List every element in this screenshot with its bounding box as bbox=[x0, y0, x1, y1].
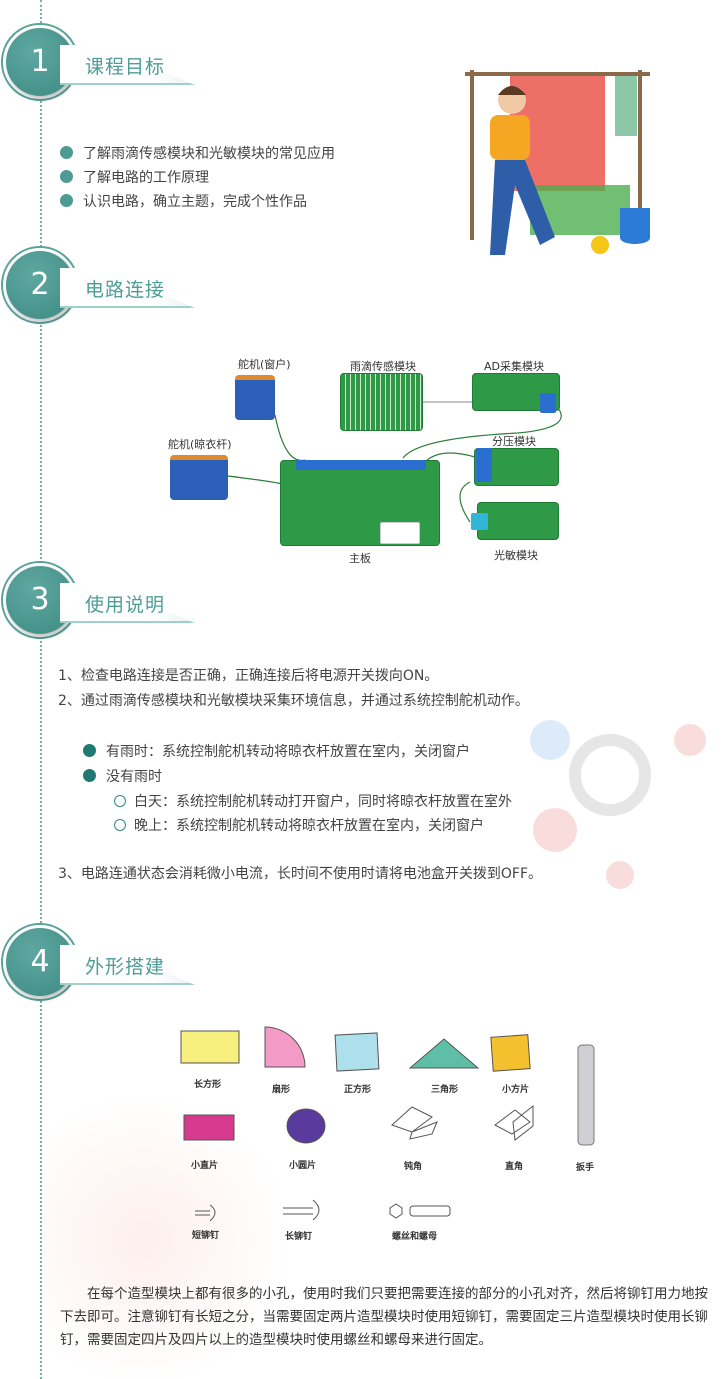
part-short-rivet bbox=[195, 1204, 216, 1222]
section-title: 课程目标 bbox=[85, 56, 166, 78]
part-wrench bbox=[577, 1044, 595, 1146]
condition-no-rain: 没有雨时 bbox=[83, 766, 162, 786]
servo-rack bbox=[170, 455, 228, 500]
part-label: 小圆片 bbox=[289, 1161, 317, 1171]
part-label: 长铆钉 bbox=[285, 1232, 313, 1242]
section-header-4: 4 外形搭建 bbox=[0, 918, 220, 1008]
part-label: 扳手 bbox=[576, 1163, 595, 1173]
instruction-step-3: 3、电路连通状态会消耗微小电流，长时间不使用时请将电池盒开关拨到OFF。 bbox=[58, 866, 543, 882]
servo-window bbox=[235, 375, 275, 420]
section-header-1: 1 课程目标 bbox=[0, 18, 220, 108]
part-right-angle bbox=[494, 1104, 534, 1141]
part-bolt bbox=[409, 1205, 451, 1217]
part-triangle bbox=[408, 1038, 480, 1069]
circuit-wires bbox=[227, 401, 562, 523]
part-square bbox=[334, 1032, 380, 1072]
boy-hanging-laundry-illustration bbox=[465, 70, 650, 255]
timeline-dotted-line bbox=[40, 0, 42, 1379]
section-number: 3 bbox=[30, 582, 50, 617]
label-rain-sensor: 雨滴传感模块 bbox=[350, 360, 416, 373]
part-nut bbox=[389, 1203, 403, 1219]
flower-decoration bbox=[40, 1100, 300, 1379]
condition-night: 晚上：系统控制舵机转动将晾衣杆放置在室内，关闭窗户 bbox=[114, 815, 484, 835]
part-label: 正方形 bbox=[344, 1085, 372, 1095]
part-rectangle bbox=[180, 1030, 240, 1064]
part-label: 长方形 bbox=[194, 1080, 222, 1090]
label-servo-window: 舵机(窗户) bbox=[238, 358, 291, 371]
label-ad-module: AD采集模块 bbox=[484, 360, 544, 373]
part-label: 小直片 bbox=[191, 1161, 219, 1171]
part-label: 螺丝和螺母 bbox=[392, 1232, 438, 1242]
part-label: 小方片 bbox=[502, 1085, 530, 1095]
assembly-paragraph: 在每个造型模块上都有很多的小孔，使用时我们只要把需要连接的部分的小孔对齐，然后将… bbox=[60, 1286, 708, 1348]
part-sector bbox=[264, 1026, 306, 1068]
goal-item: 认识电路，确立主题，完成个性作品 bbox=[60, 191, 307, 211]
section-number: 4 bbox=[30, 944, 50, 979]
label-divider: 分压模块 bbox=[492, 435, 536, 448]
part-label: 直角 bbox=[505, 1162, 524, 1172]
section-number: 1 bbox=[30, 44, 50, 79]
section-header-3: 3 使用说明 bbox=[0, 556, 220, 646]
section-title: 电路连接 bbox=[85, 279, 166, 301]
part-label: 三角形 bbox=[431, 1085, 459, 1095]
condition-rain: 有雨时：系统控制舵机转动将晾衣杆放置在室内，关闭窗户 bbox=[83, 741, 470, 761]
light-sensor-board bbox=[477, 502, 559, 540]
rain-sensor-board bbox=[340, 373, 423, 431]
section-header-2: 2 电路连接 bbox=[0, 241, 220, 331]
part-small-square bbox=[490, 1034, 531, 1072]
goal-item: 了解电路的工作原理 bbox=[60, 167, 209, 187]
label-servo-rack: 舵机(晾衣杆) bbox=[168, 438, 232, 451]
section-number: 2 bbox=[30, 267, 50, 302]
instruction-step-2: 2、通过雨滴传感模块和光敏模块采集环境信息，并通过系统控制舵机动作。 bbox=[58, 693, 529, 709]
gears-decoration-icon bbox=[530, 720, 706, 889]
part-label: 钝角 bbox=[404, 1162, 423, 1172]
part-small-disc bbox=[286, 1108, 326, 1144]
label-mainboard: 主板 bbox=[349, 552, 371, 565]
label-light-sensor: 光敏模块 bbox=[494, 549, 538, 562]
part-small-strip bbox=[183, 1114, 235, 1141]
condition-day: 白天：系统控制舵机转动打开窗户，同时将晾衣杆放置在室外 bbox=[114, 791, 512, 811]
section-title: 使用说明 bbox=[85, 594, 166, 616]
part-label: 扇形 bbox=[272, 1085, 291, 1095]
instruction-step-1: 1、检查电路连接是否正确，正确连接后将电源开关拨向ON。 bbox=[58, 668, 439, 684]
section-title: 外形搭建 bbox=[85, 956, 166, 978]
part-obtuse-angle bbox=[391, 1106, 438, 1140]
part-label: 短铆钉 bbox=[192, 1231, 220, 1241]
part-long-rivet bbox=[283, 1199, 320, 1221]
goal-item: 了解雨滴传感模块和光敏模块的常见应用 bbox=[60, 143, 335, 163]
